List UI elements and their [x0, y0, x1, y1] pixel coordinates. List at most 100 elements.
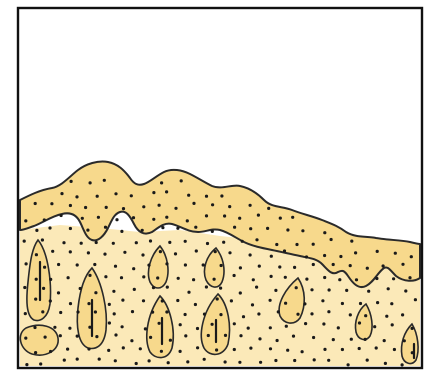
stipple-dot: [247, 327, 250, 330]
stipple-dot: [132, 216, 135, 219]
stipple-dot: [33, 326, 36, 329]
stipple-dot: [376, 301, 379, 304]
stipple-dot: [301, 350, 304, 353]
stipple-dot: [230, 299, 233, 302]
stipple-dot: [286, 349, 289, 352]
stipple-dot: [43, 266, 46, 269]
stipple-dot: [87, 251, 90, 254]
stipple-dot: [279, 217, 282, 220]
stipple-dot: [323, 231, 326, 234]
stipple-dot: [233, 348, 236, 351]
stipple-dot: [186, 219, 189, 222]
stipple-dot: [24, 312, 27, 315]
stipple-dot: [94, 310, 97, 313]
stipple-dot: [401, 263, 404, 266]
stipple-dot: [373, 325, 376, 328]
stipple-dot: [404, 289, 407, 292]
stipple-dot: [332, 263, 335, 266]
stipple-dot: [96, 195, 99, 198]
stipple-dot: [68, 327, 71, 330]
stipple-dot: [291, 216, 294, 219]
stipple-dot: [53, 326, 56, 329]
stipple-dot: [169, 339, 172, 342]
stipple-dot: [293, 266, 296, 269]
stipple-dot: [216, 297, 219, 300]
stipple-dot: [355, 278, 358, 281]
stipple-dot: [414, 298, 417, 301]
stipple-dot: [285, 325, 288, 328]
stipple-dot: [375, 346, 378, 349]
stipple-dot: [358, 321, 361, 324]
stipple-dot: [156, 276, 159, 279]
stipple-dot: [203, 313, 206, 316]
stipple-dot: [330, 238, 333, 241]
stipple-dot: [274, 289, 277, 292]
stipple-dot: [233, 322, 236, 325]
stipple-dot: [152, 218, 155, 221]
stipple-dot: [176, 299, 179, 302]
stipple-dot: [349, 264, 352, 267]
stipple-dot: [114, 265, 117, 268]
stipple-dot: [97, 216, 100, 219]
stipple-dot: [323, 254, 326, 257]
stipple-dot: [49, 299, 52, 302]
stipple-dot: [180, 179, 183, 182]
stipple-dot: [249, 253, 252, 256]
stipple-dot: [184, 313, 187, 316]
stipple-dot: [295, 243, 298, 246]
stipple-dot: [76, 310, 79, 313]
stipple-dot: [270, 255, 273, 258]
stipple-dot: [174, 252, 177, 255]
stipple-dot: [323, 348, 326, 351]
stipple-dot: [385, 315, 388, 318]
stipple-dot: [323, 276, 326, 279]
stipple-dot: [301, 229, 304, 232]
stipple-dot: [94, 291, 97, 294]
stipple-dot: [411, 351, 414, 354]
stipple-dot: [76, 263, 79, 266]
stipple-dot: [57, 291, 60, 294]
stipple-dot: [112, 242, 115, 245]
stipple-dot: [241, 240, 244, 243]
stipple-dot: [313, 358, 316, 361]
stipple-dot: [81, 217, 84, 220]
stipple-dot: [176, 227, 179, 230]
stipple-dot: [196, 346, 199, 349]
stipple-dot: [382, 264, 385, 267]
stipple-dot: [192, 202, 195, 205]
stipple-dot: [255, 286, 258, 289]
stipple-dot: [35, 278, 38, 281]
stipple-dot: [152, 191, 155, 194]
stipple-dot: [120, 276, 123, 279]
stipple-dot: [220, 264, 223, 267]
stipple-dot: [224, 334, 227, 337]
stipple-dot: [48, 226, 51, 229]
stipple-dot: [148, 359, 151, 362]
stipple-dot: [364, 314, 367, 317]
stipple-dot: [57, 263, 60, 266]
stipple-dot: [219, 313, 222, 316]
stipple-dot: [278, 265, 281, 268]
stipple-dot: [393, 348, 396, 351]
stipple-dot: [390, 302, 393, 305]
stipple-dot: [84, 206, 87, 209]
stipple-dot: [266, 227, 269, 230]
stipple-dot: [269, 299, 272, 302]
stipple-dot: [59, 311, 62, 314]
stipple-dot: [88, 326, 91, 329]
stipple-dot: [25, 363, 28, 366]
stipple-dot: [39, 362, 42, 365]
stipple-dot: [275, 243, 278, 246]
stipple-dot: [152, 286, 155, 289]
stipple-dot: [228, 251, 231, 254]
stipple-dot: [179, 323, 182, 326]
stipple-dot: [69, 227, 72, 230]
stipple-dot: [121, 325, 124, 328]
stipple-dot: [114, 359, 117, 362]
stipple-dot: [267, 207, 270, 210]
stipple-dot: [158, 322, 161, 325]
stipple-dot: [95, 335, 98, 338]
stipple-dot: [347, 363, 350, 366]
stipple-dot: [144, 327, 147, 330]
stipple-dot: [403, 339, 406, 342]
